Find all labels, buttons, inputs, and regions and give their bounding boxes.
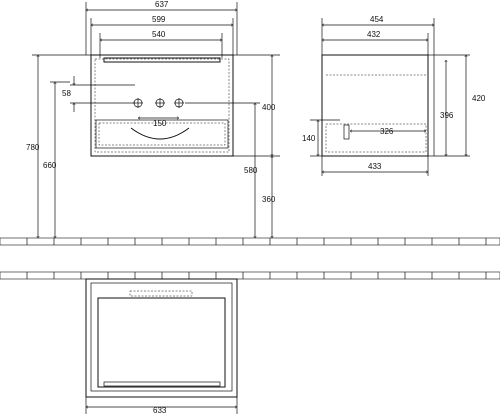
cabinet-side (321, 54, 429, 157)
cabinet-front (90, 54, 234, 157)
cabinet-plan (85, 278, 238, 398)
dim-overall-depth: 454 (370, 15, 384, 24)
siphon (343, 124, 350, 140)
dim-bottom-from-floor: 580 (244, 166, 258, 175)
wall-band (0, 271, 500, 280)
floor-band (0, 237, 500, 246)
handle-bar (103, 57, 221, 63)
plan-view: 633 (85, 278, 238, 414)
tap-holes (133, 98, 184, 108)
dim-unit-height: 400 (262, 103, 276, 112)
dim-unit-height-floor: 780 (26, 143, 40, 152)
dim-front-height: 420 (472, 94, 486, 103)
dim-siphon-height: 140 (302, 134, 316, 143)
dim-bottom-depth: 433 (368, 162, 382, 171)
dim-overall-width: 637 (155, 0, 169, 9)
dim-top-offset: 58 (62, 89, 71, 98)
side-view: 454 432 326 140 420 396 433 (302, 15, 486, 176)
dim-carcass-width: 599 (152, 15, 166, 24)
basin-cutout (130, 127, 190, 140)
dim-lower-floor: 360 (262, 195, 276, 204)
dim-mid-height-floor: 660 (43, 161, 57, 170)
dim-plan-width: 633 (153, 406, 167, 414)
front-view: 637 599 540 150 (26, 0, 280, 238)
dim-siphon-depth: 326 (380, 127, 394, 136)
dim-tap-spacing: 150 (153, 119, 167, 128)
drawer (95, 119, 229, 149)
dim-handle-width: 540 (152, 30, 166, 39)
drawer-plan (97, 297, 226, 388)
dim-carcass-depth: 432 (367, 30, 381, 39)
dim-inner-height: 396 (440, 111, 454, 120)
